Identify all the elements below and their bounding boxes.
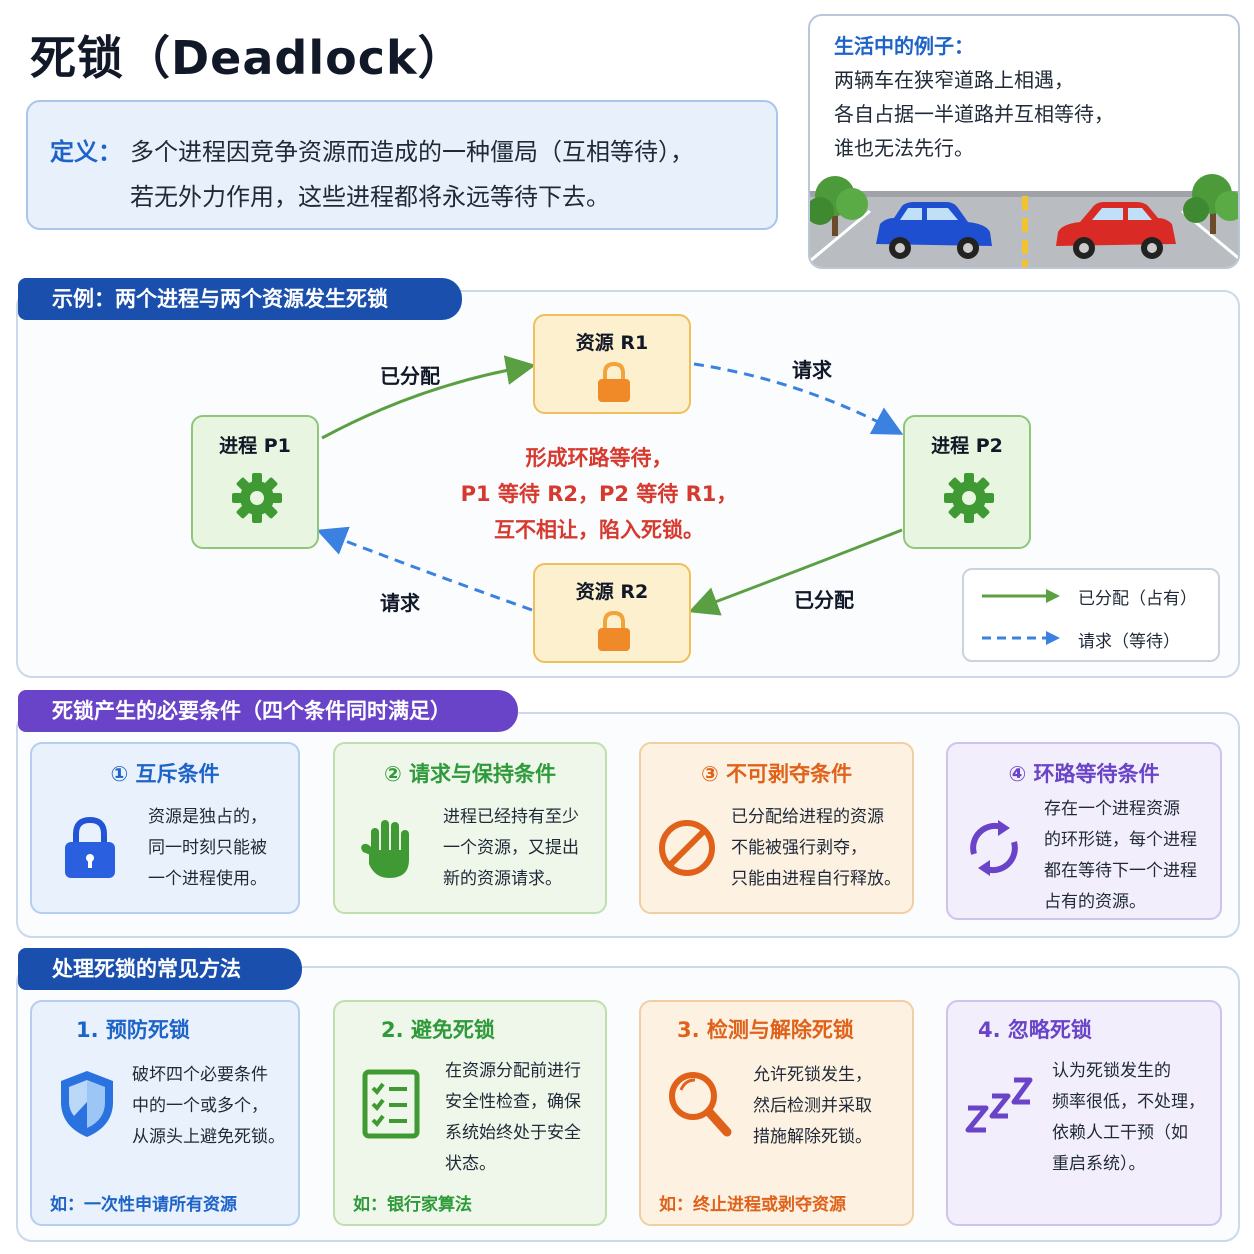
resource-r2-node: 资源 R2: [533, 563, 691, 663]
definition-line-2: 若无外力作用，这些进程都将永远等待下去。: [130, 183, 610, 211]
condition-text-line: 一个进程使用。: [148, 869, 267, 889]
definition-label: 定义：: [50, 138, 122, 166]
method-title: 1. 预防死锁: [76, 1018, 190, 1042]
page-title: 死锁（Deadlock）: [30, 31, 465, 85]
red-car-icon: [1056, 202, 1176, 259]
method-text-line: 依赖人工干预（如: [1052, 1123, 1188, 1143]
condition-text-line: 的环形链，每个进程: [1044, 830, 1197, 850]
condition-title: ④ 环路等待条件: [1008, 762, 1160, 786]
condition-text-line: 进程已经持有至少: [443, 807, 579, 827]
method-text-line: 在资源分配前进行: [445, 1061, 581, 1081]
tree-icon: [1183, 174, 1238, 234]
condition-card-mutual-exclusion: ① 互斥条件 资源是独占的， 同一时刻只能被 一个进程使用。: [30, 742, 300, 914]
methods-section-tab: 处理死锁的常见方法: [18, 948, 302, 990]
method-text-line: 系统始终处于安全: [445, 1123, 581, 1143]
condition-title: ③ 不可剥夺条件: [700, 762, 853, 786]
condition-title: ① 互斥条件: [110, 762, 220, 786]
condition-card-no-preemption: ③ 不可剥夺条件 已分配给进程的资源 不能被强行剥夺， 只能由进程自行释放。: [639, 742, 914, 914]
blue-car-icon: [876, 202, 992, 259]
method-text-line: 破坏四个必要条件: [132, 1065, 268, 1085]
life-example-line: 各自占据一半道路并互相等待，: [834, 102, 1114, 126]
life-example-line: 谁也无法先行。: [834, 136, 974, 160]
lock-icon: [65, 816, 115, 878]
method-text-line: 然后检测并采取: [753, 1096, 872, 1116]
method-card-detection: 3. 检测与解除死锁 允许死锁发生， 然后检测并采取 措施解除死锁。 如：终止进…: [639, 1000, 914, 1226]
method-text-line: 安全性检查，确保: [445, 1092, 581, 1112]
arrow-label-request-bottom: 请求: [380, 591, 420, 615]
example-section-tab: 示例：两个进程与两个资源发生死锁: [18, 278, 462, 320]
conditions-section-tab: 死锁产生的必要条件（四个条件同时满足）: [18, 690, 518, 732]
deadlock-explanation-line: P1 等待 R2，P2 等待 R1，: [460, 482, 738, 506]
condition-text-line: 资源是独占的，: [148, 807, 267, 827]
legend-arrows: [982, 589, 1060, 645]
condition-text-line: 新的资源请求。: [443, 869, 562, 889]
condition-card-circular-wait: ④ 环路等待条件 存在一个进程资源 的环形链，每个进程 都在等待下一个进程 占有…: [946, 742, 1222, 920]
method-title: 3. 检测与解除死锁: [677, 1018, 854, 1042]
method-card-avoidance: 2. 避免死锁 在资源分配前进行 安全性检查，确保 系统始终处于安全 状态。 如…: [333, 1000, 607, 1226]
arrow-label-allocated-top: 已分配: [380, 364, 440, 388]
lock-icon: [598, 361, 630, 402]
condition-text-line: 一个资源，又提出: [443, 838, 579, 858]
allocated-arrow-r1-p1: [321, 355, 536, 440]
hand-stop-icon: [361, 820, 409, 878]
process-p1-label: 进程 P1: [219, 435, 291, 457]
deadlock-arrows: [316, 355, 904, 616]
gear-icon: [944, 473, 994, 523]
lock-icon: [598, 610, 630, 651]
method-text-line: 认为死锁发生的: [1052, 1061, 1171, 1081]
method-text-line: 从源头上避免死锁。: [132, 1127, 285, 1147]
method-example: 如：银行家算法: [353, 1195, 472, 1215]
method-text-line: 频率很低，不处理，: [1052, 1092, 1205, 1112]
process-p2-node: 进程 P2: [903, 415, 1031, 549]
life-example-line: 两辆车在狭窄道路上相遇，: [834, 68, 1074, 92]
cycle-icon: [970, 820, 1018, 876]
method-title: 2. 避免死锁: [381, 1018, 495, 1042]
condition-text-line: 同一时刻只能被: [148, 838, 267, 858]
condition-title: ② 请求与保持条件: [383, 762, 557, 786]
checklist-icon: [362, 1069, 420, 1139]
allocated-arrow-r2-p2: [688, 528, 903, 616]
condition-text-line: 已分配给进程的资源: [731, 807, 884, 827]
method-text-line: 允许死锁发生，: [753, 1065, 872, 1085]
legend-request-label: 请求（等待）: [1078, 632, 1180, 652]
legend-allocated-label: 已分配（占有）: [1078, 589, 1197, 609]
request-arrow-p2-r1: [693, 362, 904, 435]
method-title: 4. 忽略死锁: [978, 1018, 1092, 1042]
condition-text-line: 都在等待下一个进程: [1044, 861, 1197, 881]
method-card-prevention: 1. 预防死锁 破坏四个必要条件 中的一个或多个， 从源头上避免死锁。 如：一次…: [30, 1000, 300, 1226]
method-text-line: 状态。: [445, 1154, 496, 1174]
definition-box: 定义： 多个进程因竞争资源而造成的一种僵局（互相等待）， 若无外力作用，这些进程…: [26, 100, 778, 230]
arrow-label-request-top: 请求: [792, 358, 832, 382]
method-text-line: 中的一个或多个，: [132, 1096, 268, 1116]
resource-r1-label: 资源 R1: [575, 332, 649, 354]
method-text-line: 措施解除死锁。: [753, 1127, 872, 1147]
method-example: 如：终止进程或剥夺资源: [659, 1195, 846, 1215]
condition-text-line: 存在一个进程资源: [1044, 799, 1180, 819]
deadlock-explanation-line: 互不相让，陷入死锁。: [494, 518, 704, 542]
gear-icon: [232, 473, 282, 523]
road-illustration: [810, 174, 1238, 267]
prohibited-icon: [659, 820, 715, 876]
resource-r2-label: 资源 R2: [575, 581, 649, 603]
process-p2-label: 进程 P2: [931, 435, 1003, 457]
condition-text-line: 占有的资源。: [1044, 892, 1146, 912]
tree-icon: [810, 176, 868, 236]
magnifier-icon: [669, 1072, 732, 1137]
resource-r1-node: 资源 R1: [533, 314, 691, 414]
definition-line-1: 多个进程因竞争资源而造成的一种僵局（互相等待），: [130, 138, 694, 166]
method-card-ignore: 4. 忽略死锁 认为死锁发生的 频率很低，不处理， 依赖人工干预（如 重启系统）…: [946, 1000, 1222, 1226]
shield-icon: [61, 1071, 113, 1137]
deadlock-explanation-line: 形成环路等待，: [525, 446, 673, 470]
condition-card-hold-and-wait: ② 请求与保持条件 进程已经持有至少 一个资源，又提出 新的资源请求。: [333, 742, 607, 914]
legend: 已分配（占有） 请求（等待）: [962, 568, 1220, 662]
life-example-box: 生活中的例子： 两辆车在狭窄道路上相遇， 各自占据一半道路并互相等待， 谁也无法…: [808, 14, 1240, 269]
arrow-label-allocated-bottom: 已分配: [794, 588, 854, 612]
method-example: 如：一次性申请所有资源: [50, 1195, 237, 1215]
method-text-line: 重启系统）。: [1052, 1154, 1146, 1174]
life-example-title: 生活中的例子：: [834, 34, 974, 58]
condition-text-line: 只能由进程自行释放。: [731, 869, 901, 889]
sleep-zzz-icon: [965, 1077, 1033, 1133]
condition-text-line: 不能被强行剥夺，: [731, 838, 867, 858]
process-p1-node: 进程 P1: [191, 415, 319, 549]
